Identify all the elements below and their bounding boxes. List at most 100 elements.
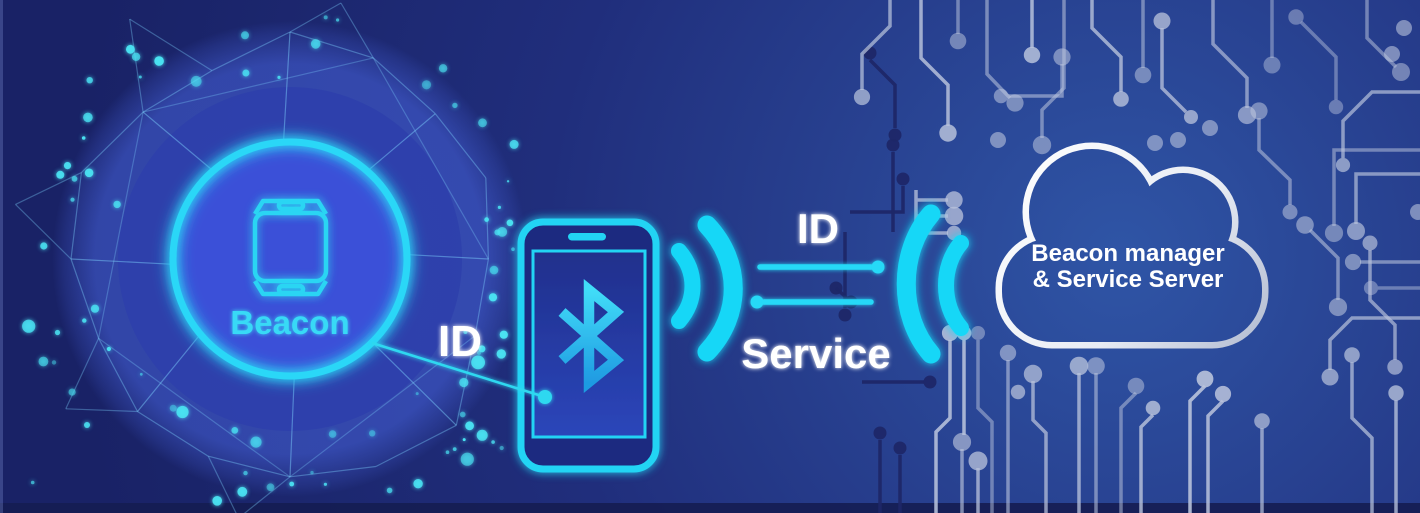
mesh-line [142, 70, 213, 113]
particle-dot [277, 75, 281, 79]
beacon-range-discs [52, 21, 528, 497]
beacon-to-phone-connector [371, 341, 552, 404]
circuit-pad [999, 344, 1017, 362]
particle-dot [310, 470, 314, 475]
beacon-device-body [252, 210, 329, 284]
particle-dot [476, 429, 488, 441]
particle-dot [237, 486, 248, 497]
particle-dot [82, 318, 87, 323]
cloud-label-line2: & Service Server [1033, 266, 1224, 293]
network-mesh [15, 2, 489, 513]
circuit-pad [939, 124, 957, 142]
particle-dot [328, 430, 337, 438]
mesh-line [15, 172, 82, 205]
mesh-line [373, 343, 457, 426]
particle-dot [176, 405, 189, 419]
circuit-pad [1321, 368, 1339, 386]
circuit-trace [1008, 64, 1064, 98]
circuit-trace [1160, 28, 1188, 114]
mesh-line [70, 172, 82, 260]
uplink-id-label: ID [797, 205, 839, 252]
particle-dot [506, 219, 514, 227]
particle-dot [488, 293, 498, 302]
circuit-trace [1188, 384, 1207, 513]
circuit-pad [1196, 370, 1214, 388]
circuit-trace [1341, 90, 1420, 158]
circuit-pad [1328, 99, 1344, 115]
circuit-pad-dark [873, 426, 887, 440]
circuit-pad [1134, 66, 1152, 84]
circuit-pad [1250, 102, 1268, 120]
circuit-pad [1170, 132, 1186, 148]
mesh-line [70, 258, 100, 339]
circuit-pad [1410, 204, 1420, 220]
particle-dot [460, 452, 474, 466]
circuit-pad [1010, 384, 1026, 400]
particle-dot [499, 330, 508, 339]
circuit-trace [1139, 413, 1155, 513]
particle-dot [471, 355, 485, 370]
beacon-ring-stroke [169, 138, 411, 380]
circuit-trace [1119, 391, 1138, 513]
circuit-pad [1006, 94, 1024, 112]
mesh-line [65, 408, 138, 413]
particle-dot [323, 482, 327, 486]
circuit-trace [1040, 0, 1066, 138]
mesh-line [289, 335, 476, 478]
circuit-pad [1344, 253, 1362, 271]
cloud-icon: Beacon manager & Service Server [995, 142, 1269, 349]
circuit-pad [1392, 63, 1410, 81]
circuit-pad [1296, 216, 1314, 234]
circuit-pad [1254, 413, 1270, 429]
mesh-line [137, 410, 209, 457]
particle-dot [491, 440, 495, 444]
circuit-pad [1127, 377, 1145, 395]
wave-in-small [938, 235, 969, 336]
circuit-pad [1023, 364, 1043, 384]
mesh-line [137, 335, 200, 412]
particle-dot [54, 329, 61, 336]
particle-dot [63, 162, 72, 170]
mesh-line [372, 57, 489, 260]
circuit-pad [1344, 347, 1360, 363]
circuit-trace [1332, 148, 1420, 226]
particle-dot [56, 170, 65, 179]
circuit-pad [1263, 56, 1281, 74]
particle-dot [289, 481, 295, 487]
circuit-trace [1308, 228, 1340, 300]
wave-in-large [896, 204, 941, 364]
beacon-ring [164, 133, 416, 385]
particle-dot [497, 227, 508, 237]
particle-dot [241, 31, 249, 40]
beacon-device-top-slot [276, 199, 306, 212]
circuit-pad-dark [896, 172, 910, 186]
smartphone-speaker [568, 233, 606, 241]
particle-dot [336, 18, 340, 22]
particle-dot [71, 175, 78, 182]
downlink-dot [750, 295, 764, 309]
beacon-range-inner-disc [173, 142, 407, 376]
mesh-line [129, 19, 144, 113]
cloud-label-line1: Beacon manager [1031, 240, 1224, 267]
particle-dot [499, 445, 504, 451]
mesh-line [408, 254, 489, 260]
particle-dot [497, 205, 501, 209]
circuit-pad [952, 432, 972, 452]
wave-out-small [671, 243, 701, 329]
particle-dot [125, 44, 135, 54]
circuit-pad-dark [886, 138, 900, 152]
mesh-line [340, 2, 374, 59]
circuit-pad [968, 451, 988, 471]
mesh-line [289, 465, 376, 478]
circuit-pad [971, 326, 985, 340]
particle-dot [154, 56, 164, 66]
circuit-pad [1282, 204, 1298, 220]
circuit-pad [1184, 110, 1198, 124]
circuit-pad-dark [888, 128, 902, 142]
connector-line [371, 341, 546, 399]
uplink-dot [871, 260, 885, 274]
communication-lines [750, 260, 885, 309]
circuit-pad [1328, 297, 1348, 317]
circuit-pad [1347, 222, 1365, 240]
background-bottom-band [0, 503, 1420, 513]
